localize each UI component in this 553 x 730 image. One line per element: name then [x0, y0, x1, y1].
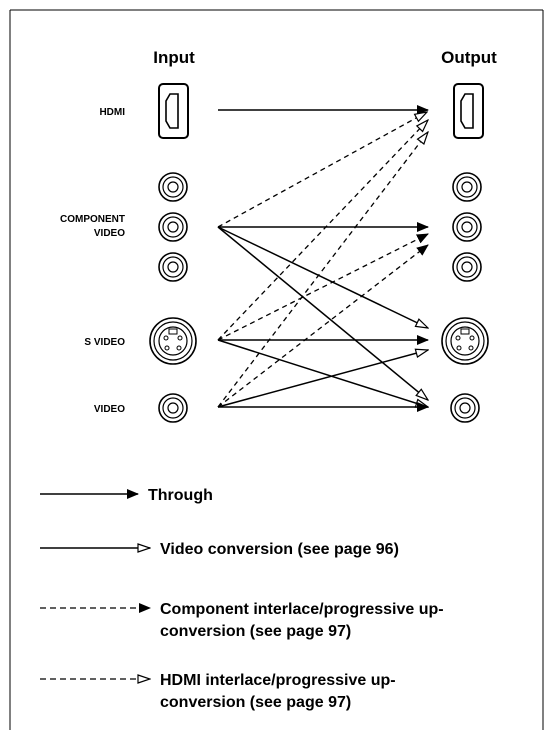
video-input-jack [158, 393, 188, 423]
video-input-label: VIDEO [94, 404, 125, 415]
input-header: Input [153, 48, 195, 67]
component-input-jack-3 [158, 252, 188, 282]
hdmi-input-label: HDMI [99, 107, 125, 118]
arrow-video-to-hdmi-upconversion [217, 132, 428, 408]
component-input-jack-2 [158, 212, 188, 242]
legend-hdmi-upconversion-label-line2: conversion (see page 97) [160, 694, 351, 711]
hdmi-output-connector [453, 83, 484, 139]
arrow-svideo-to-video-conversion [217, 339, 428, 407]
legend-video-conversion: Video conversion (see page 96) [40, 541, 399, 558]
legend-component-upconversion-label-line2: conversion (see page 97) [160, 623, 351, 640]
video-output-jack [450, 393, 480, 423]
component-output-jack-3 [452, 252, 482, 282]
arrow-svideo-to-hdmi-upconversion [217, 120, 428, 341]
component-output-jack-2 [452, 212, 482, 242]
legend-through: Through [40, 487, 213, 504]
hdmi-input-connector [158, 83, 189, 139]
legend-hdmi-upconversion-label-line1: HDMI interlace/progressive up- [160, 672, 396, 689]
legend-through-label: Through [148, 487, 213, 504]
legend-component-upconversion: Component interlace/progressive up- conv… [40, 601, 444, 640]
component-input-jack-1 [158, 172, 188, 202]
svideo-input-connector [149, 317, 197, 365]
arrow-video-to-svideo-conversion [217, 350, 428, 408]
arrow-component-to-hdmi-upconversion [217, 112, 427, 228]
legend-component-upconversion-label-line1: Component interlace/progressive up- [160, 601, 444, 618]
svideo-input-label: S VIDEO [84, 337, 125, 348]
svideo-output-connector [441, 317, 489, 365]
arrow-component-to-svideo-conversion [217, 226, 428, 328]
component-input-label-line2: VIDEO [94, 228, 125, 239]
component-input-label-line1: COMPONENT [60, 214, 125, 225]
output-header: Output [441, 48, 497, 67]
legend-hdmi-upconversion: HDMI interlace/progressive up- conversio… [40, 672, 396, 711]
component-output-jack-1 [452, 172, 482, 202]
arrow-component-to-video-conversion [217, 226, 428, 400]
legend-video-conversion-label: Video conversion (see page 96) [160, 541, 399, 558]
arrow-svideo-to-component-upconversion [217, 233, 429, 341]
